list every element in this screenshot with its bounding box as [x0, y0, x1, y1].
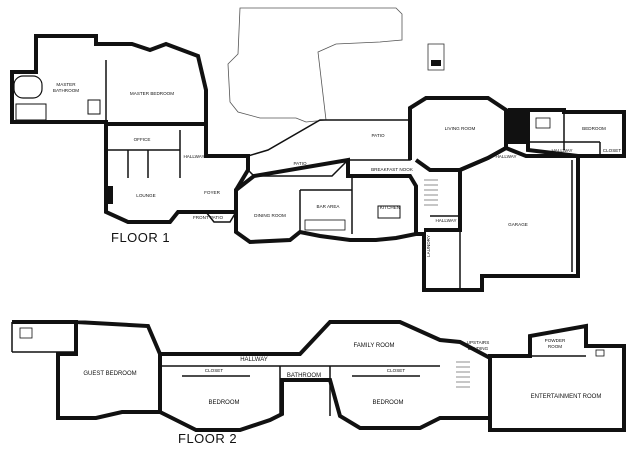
master-suite-walls [10, 34, 208, 126]
pool-equipment [427, 43, 445, 71]
garage-laundry-walls [414, 145, 580, 292]
room-label-closet-left: CLOSET [205, 368, 224, 373]
living-fireplace [508, 108, 528, 144]
room-label-hallway-mid: HALLWAY [495, 154, 516, 159]
room-label-bathroom: BATHROOM [287, 373, 321, 379]
upper-hall-walls [159, 320, 492, 432]
room-label-patio-upper: PATIO [371, 133, 385, 138]
shower [87, 99, 101, 115]
dining-kitchen-walls [234, 157, 418, 245]
room-label-powder: POWDER [545, 338, 566, 343]
room-label-hallway-lower: HALLWAY [435, 218, 456, 223]
room-label-master-bathroom: MASTER [56, 82, 76, 87]
floor-2-title: FLOOR 2 [178, 431, 237, 446]
east-bedroom-walls [526, 108, 626, 158]
floor-2-plan: GUEST BEDROOM HALLWAY CLOSET BATHROOM CL… [11, 320, 626, 446]
room-label-closet: CLOSET [603, 148, 622, 153]
guest-bath-fixture [19, 327, 33, 339]
room-label-upstairs: UPSTAIRS [467, 340, 490, 345]
pool-equipment-unit [431, 60, 441, 66]
room-label-office: OFFICE [134, 137, 151, 142]
room-label-powder-room: ROOM [548, 344, 562, 349]
floor-1-title: FLOOR 1 [111, 230, 170, 245]
room-label-patio: PATIO [293, 161, 307, 166]
floor-1-plan: MASTER BATHROOM MASTER BEDROOM OFFICE HA… [10, 7, 626, 292]
room-label-bedroom-left: BEDROOM [208, 400, 239, 406]
room-label-bedroom-right: BEDROOM [372, 400, 403, 406]
room-label-garage: GARAGE [508, 222, 528, 227]
room-label-hallway-left: HALLWAY [183, 154, 204, 159]
room-label-hallway-right: HALLWAY [551, 148, 572, 153]
room-label-guest-bedroom: GUEST BEDROOM [83, 371, 136, 377]
room-label-laundry: LAUNDRY [426, 235, 431, 257]
entertainment-walls [488, 323, 626, 432]
room-label-hallway: HALLWAY [240, 357, 268, 363]
room-label-dining-room: DINING ROOM [254, 213, 286, 218]
kitchen-island [377, 205, 401, 219]
room-label-front-patio: FRONT PATIO [193, 215, 224, 220]
room-label-kitchen: KITCHEN [380, 205, 400, 210]
east-bath-fixture [535, 117, 551, 129]
fireplace [107, 186, 113, 204]
room-label-entertainment-room: ENTERTAINMENT ROOM [531, 394, 602, 400]
room-label-living-room: LIVING ROOM [445, 126, 476, 131]
pool-outline [227, 7, 403, 123]
room-label-family-room: FAMILY ROOM [353, 343, 394, 349]
guest-wing-walls [12, 320, 162, 420]
room-label-landing: LANDING [468, 346, 489, 351]
room-label-closet-right: CLOSET [387, 368, 406, 373]
front-patio-outline [205, 211, 237, 223]
room-label-lounge: LOUNGE [136, 193, 155, 198]
entertainment-fixture [595, 349, 605, 357]
room-label-master-bedroom: MASTER BEDROOM [130, 91, 174, 96]
room-label-foyer: FOYER [204, 190, 221, 195]
vanity [15, 103, 47, 121]
room-label-master-bathroom-2: BATHROOM [53, 88, 79, 93]
bar-counter [304, 219, 346, 231]
living-room-walls [408, 96, 508, 172]
stairs-floor-1 [424, 179, 438, 206]
bathtub-icon [13, 75, 43, 99]
room-label-bar-area: BAR AREA [317, 204, 341, 209]
room-label-breakfast-nook: BREAKFAST NOOK [371, 167, 414, 172]
room-label-bedroom: BEDROOM [582, 126, 606, 131]
stairs-floor-2 [456, 361, 470, 388]
